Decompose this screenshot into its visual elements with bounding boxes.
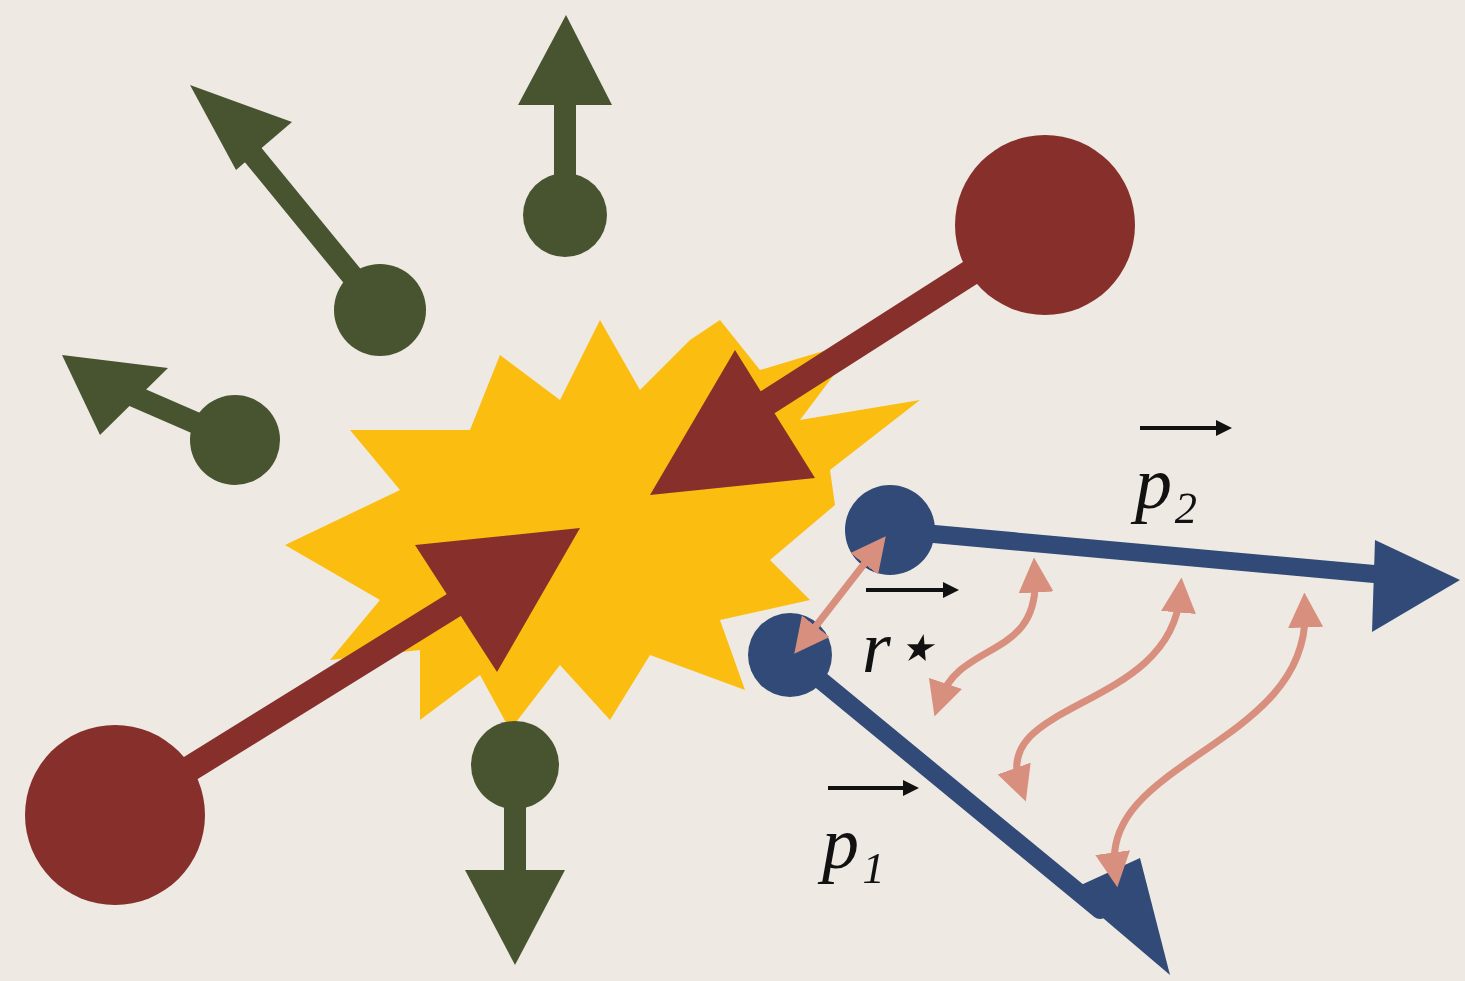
- momentum-label: p₂: [1135, 446, 1198, 520]
- vector-accent: [828, 420, 1232, 796]
- correlated-pair: [748, 485, 1460, 975]
- beam-particle: [25, 135, 1135, 905]
- momentum-label: p₁: [822, 806, 885, 880]
- produced-particle: [62, 15, 612, 965]
- separation-label: r⋆: [862, 610, 937, 684]
- collision-burst: [285, 320, 920, 730]
